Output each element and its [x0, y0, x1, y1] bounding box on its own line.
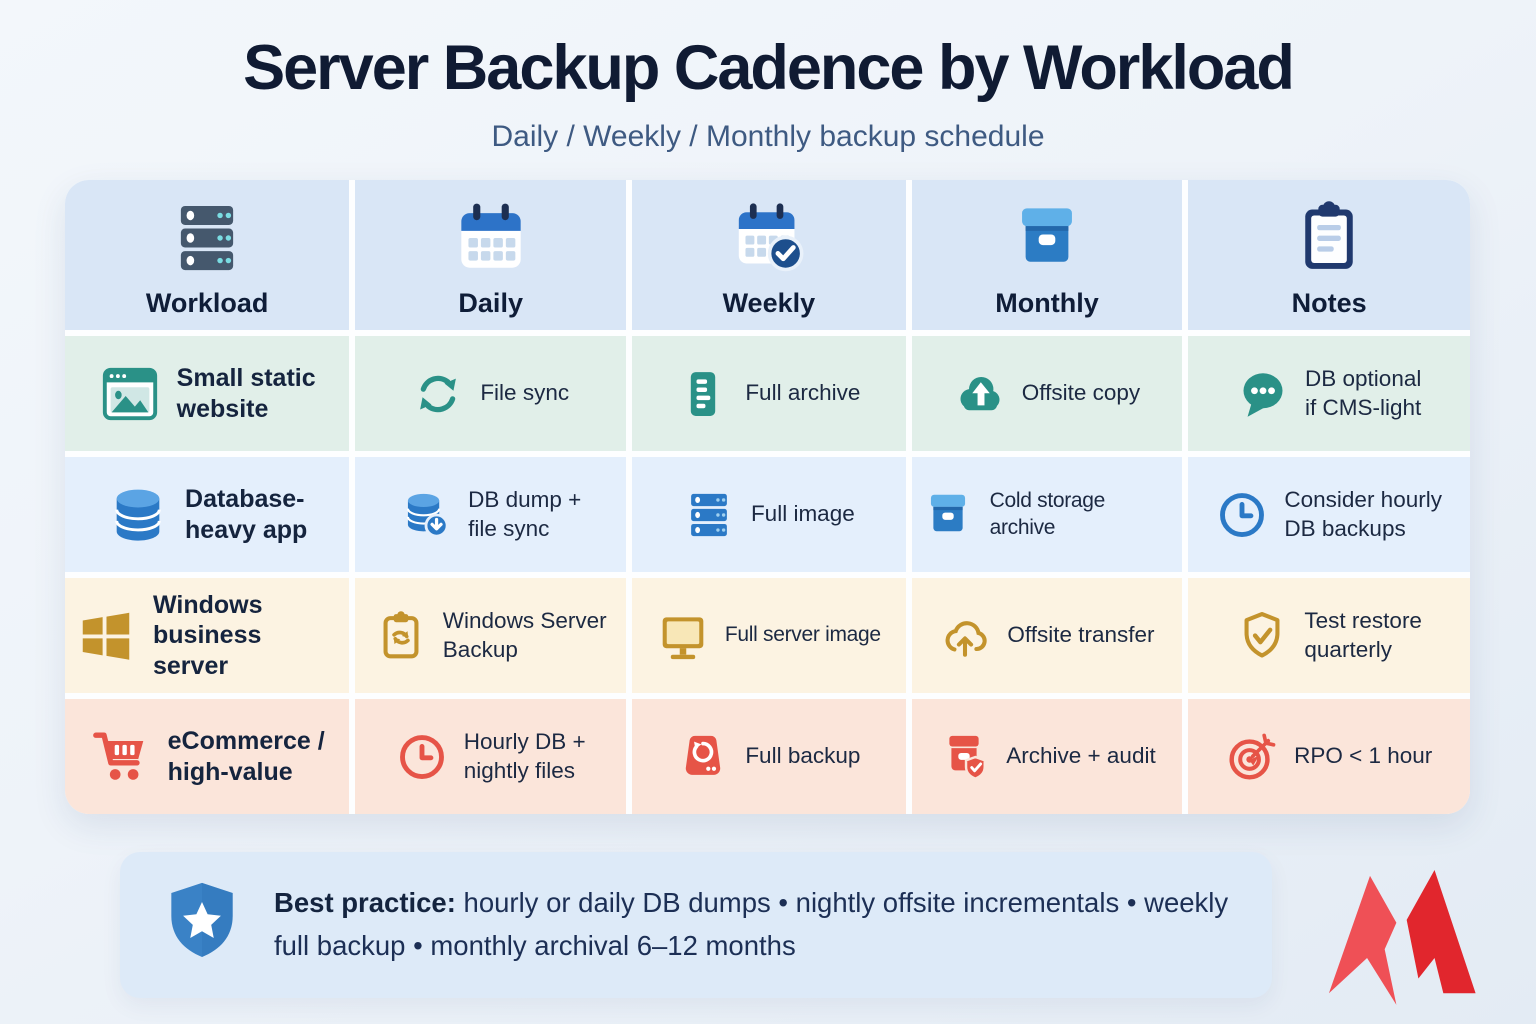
- workload-cell-ecommerce-high-value: eCommerce / high-value: [65, 699, 350, 814]
- monitor-icon: [657, 610, 709, 662]
- document-lines-icon: [677, 368, 729, 420]
- column-header-label: Workload: [145, 287, 269, 318]
- workload-label: Windows business server: [153, 590, 263, 680]
- cell-notes-db-optional: DB optional if CMS-light: [1188, 336, 1470, 451]
- cadence-table: Workload Daily Weekly Monthly Notes Smal…: [65, 180, 1470, 814]
- header-cell-daily: Daily: [355, 180, 627, 330]
- column-header-label: Weekly: [722, 287, 816, 318]
- cell-notes-rpo: RPO < 1 hour: [1188, 699, 1470, 814]
- cell-monthly-offsite-transfer: Offsite transfer: [911, 578, 1183, 693]
- cell-monthly-offsite-copy: Offsite copy: [911, 336, 1183, 451]
- storage-box-icon: [922, 489, 974, 541]
- server-rack-icon: [683, 489, 735, 541]
- database-icon: [107, 484, 169, 546]
- cell-monthly-archive-audit: Archive + audit: [911, 699, 1183, 814]
- best-practice-banner: Best practice: hourly or daily DB dumps …: [120, 852, 1272, 998]
- cloud-upload-outline-icon: [939, 610, 991, 662]
- best-practice-items: hourly or daily DB dumps • nightly offsi…: [274, 887, 1229, 961]
- workload-label: Small static website: [176, 364, 316, 423]
- header-cell-weekly: Weekly: [632, 180, 906, 330]
- header-cell-monthly: Monthly: [911, 180, 1183, 330]
- best-practice-label: Best practice:: [274, 887, 456, 919]
- cell-daily-windows-server-backup: Windows Server Backup: [355, 578, 627, 693]
- cell-weekly-full-archive: Full archive: [632, 336, 906, 451]
- cell-notes-hourly-db: Consider hourly DB backups: [1188, 457, 1470, 572]
- shopping-cart-icon: [90, 726, 152, 788]
- workload-label: eCommerce / high-value: [167, 727, 325, 786]
- header-cell-notes: Notes: [1188, 180, 1470, 330]
- cell-monthly-cold-storage: Cold storage archive: [911, 457, 1183, 572]
- cell-weekly-full-backup: Full backup: [632, 699, 906, 814]
- cell-daily-file-sync: File sync: [355, 336, 627, 451]
- database-download-icon: [400, 489, 452, 541]
- chat-dots-icon: [1237, 368, 1289, 420]
- target-arrow-icon: [1226, 731, 1278, 783]
- shield-star-icon: [160, 879, 244, 971]
- workload-cell-small-static-website: Small static website: [65, 336, 350, 451]
- cell-weekly-full-server-image: Full server image: [632, 578, 906, 693]
- header-cell-workload: Workload: [65, 180, 350, 330]
- m-mountain-logo: [1326, 852, 1502, 1020]
- archive-box-icon: [1009, 200, 1085, 276]
- sync-arrows-icon: [412, 368, 464, 420]
- calendar-icon: [453, 200, 529, 276]
- cell-weekly-full-image: Full image: [632, 457, 906, 572]
- column-header-label: Daily: [458, 287, 523, 318]
- page-title: Server Backup Cadence by Workload: [243, 33, 1295, 103]
- clock-icon: [1216, 489, 1268, 541]
- workload-label: Database- heavy app: [185, 485, 308, 544]
- page-subtitle: Daily / Weekly / Monthly backup schedule: [491, 120, 1045, 153]
- column-header-label: Monthly: [995, 287, 1099, 318]
- cloud-upload-icon: [954, 368, 1006, 420]
- server-stack-icon: [169, 200, 245, 276]
- workload-cell-windows-business-server: Windows business server: [65, 578, 350, 693]
- archive-shield-icon: [938, 731, 990, 783]
- column-header-label: Notes: [1291, 287, 1367, 318]
- shield-check-icon: [1236, 610, 1288, 662]
- windows-icon: [75, 605, 137, 667]
- best-practice-text: Best practice: hourly or daily DB dumps …: [274, 882, 1232, 967]
- clock-icon: [396, 731, 448, 783]
- harddrive-sync-icon: [677, 731, 729, 783]
- clipboard-icon: [1291, 200, 1367, 276]
- cell-notes-test-restore: Test restore quarterly: [1188, 578, 1470, 693]
- cell-daily-db-dump: DB dump + file sync: [355, 457, 627, 572]
- workload-cell-database-heavy-app: Database- heavy app: [65, 457, 350, 572]
- clipboard-sync-icon: [375, 610, 427, 662]
- calendar-check-icon: [731, 200, 807, 276]
- browser-image-icon: [99, 363, 161, 425]
- cell-daily-hourly-db: Hourly DB + nightly files: [355, 699, 627, 814]
